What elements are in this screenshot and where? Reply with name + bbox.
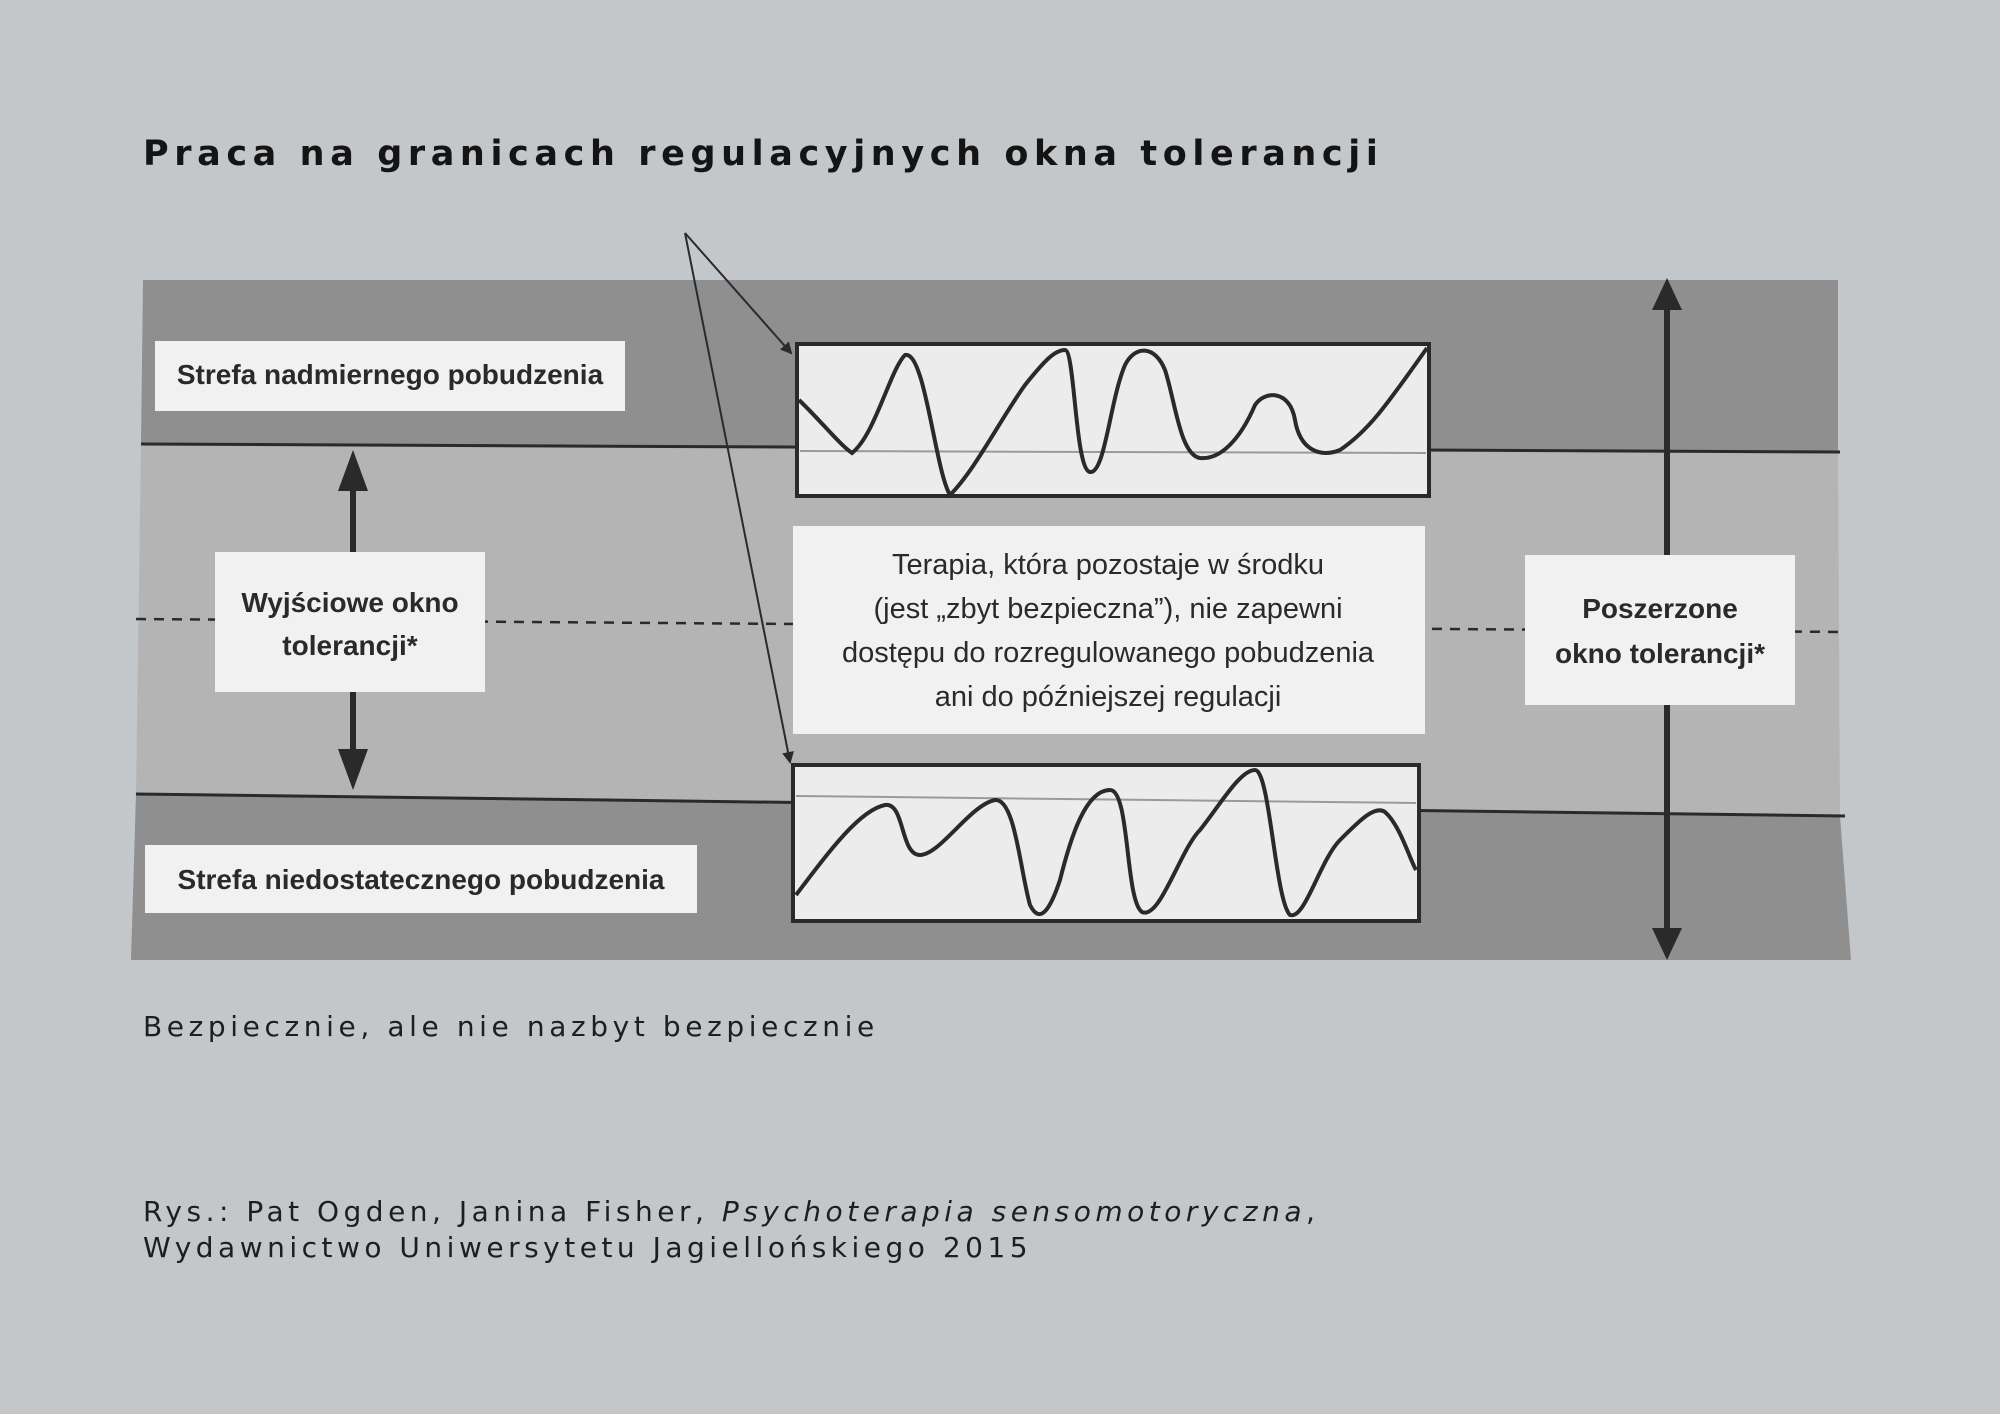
hypoarousal-label-box (145, 845, 697, 913)
page-title: Praca na granicach regulacyjnych okna to… (143, 134, 1384, 174)
lower-waveform-panel (791, 763, 1421, 923)
baseline-window-label-line2: tolerancji* (282, 630, 417, 661)
therapy-note-line3: dostępu do rozregulowanego pobudzenia (842, 637, 1375, 669)
citation-book-title: Psychoterapia sensomotoryczna (721, 1195, 1306, 1228)
therapy-note-line4: ani do późniejszej regulacji (935, 681, 1282, 713)
therapy-note-line2: (jest „zbyt bezpieczna”), nie zapewni (873, 593, 1342, 625)
expanded-window-label-line2: okno tolerancji* (1555, 638, 1765, 669)
figure-subtitle: Bezpiecznie, ale nie nazbyt bezpiecznie (143, 1010, 879, 1043)
pointer-arrow-to-upper-panel (684, 232, 793, 355)
citation-line2: Wydawnictwo Uniwersytetu Jagiellońskiego… (143, 1231, 1033, 1264)
baseline-window-label-line1: Wyjściowe okno (241, 587, 458, 618)
figure-citation: Rys.: Pat Ogden, Janina Fisher, Psychote… (143, 1194, 1319, 1266)
hypoarousal-label: Strefa niedostatecznego pobudzenia (178, 864, 665, 895)
pointer-arrow-to-lower-panel (684, 232, 794, 764)
therapy-note-box (793, 526, 1425, 734)
hyperarousal-label: Strefa nadmiernego pobudzenia (177, 359, 604, 390)
citation-prefix: Rys.: Pat Ogden, Janina Fisher, (143, 1195, 722, 1228)
baseline-window-label-box (215, 552, 485, 692)
hyperarousal-label-box (155, 341, 625, 411)
lower-waveform (794, 767, 1418, 918)
upper-waveform-panel (795, 342, 1431, 499)
therapy-note-line1: Terapia, która pozostaje w środku (892, 549, 1324, 581)
upper-waveform (797, 346, 1429, 499)
citation-suffix: , (1306, 1195, 1320, 1228)
expanded-window-label-box (1525, 555, 1795, 705)
expanded-window-label-line1: Poszerzone (1582, 593, 1738, 624)
citation-line1: Rys.: Pat Ogden, Janina Fisher, Psychote… (143, 1194, 1319, 1230)
